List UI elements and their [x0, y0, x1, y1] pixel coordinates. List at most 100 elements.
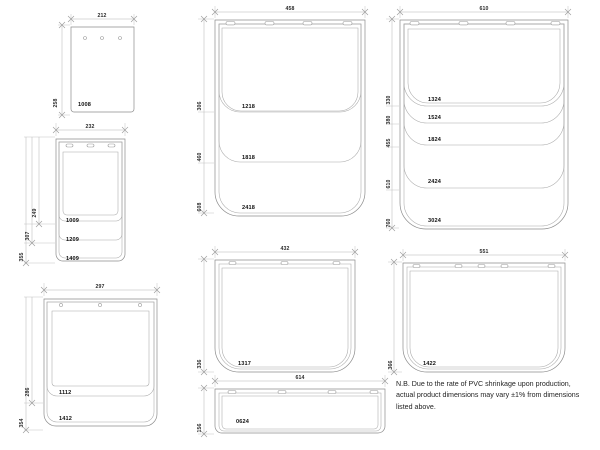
flap-inner-edge [218, 392, 382, 432]
flap-inner-edge [218, 23, 362, 113]
mounting-slot-icon [342, 21, 353, 26]
flap-inner-edge [403, 23, 565, 227]
flap-inner-edge [218, 23, 362, 214]
flap-outline [43, 298, 158, 427]
mounting-slot-icon [264, 21, 275, 26]
mounting-hole-icon [83, 36, 87, 40]
flap-group-232: 232 249 307 355 [19, 123, 129, 267]
mounting-slot-icon [327, 390, 337, 394]
flap-inner-edge [403, 23, 565, 124]
mounting-slot-icon [454, 264, 463, 268]
part-number-label: 3024 [428, 218, 442, 224]
part-number-label: 1409 [66, 256, 79, 262]
flap-inner-edge [403, 23, 565, 107]
flap-group-432: 432 336 1317 [197, 246, 359, 376]
part-number-label: 2418 [242, 205, 255, 211]
height-dimension-label: 258 [53, 99, 59, 108]
mounting-slot-icon [65, 143, 74, 148]
flap-outline [70, 26, 135, 113]
flap-group-297: 297 286 354 1112 1412 [19, 283, 161, 434]
mounting-slot-icon [107, 143, 116, 148]
height-dimension-label: 380 [386, 116, 392, 125]
mounting-hole-icon [98, 303, 102, 307]
flap-inner-edge [58, 141, 123, 241]
width-dimension-label: 551 [480, 249, 489, 255]
height-dimension-label: 455 [386, 139, 392, 148]
mounting-slot-icon [227, 390, 237, 394]
flap-face-panel [221, 395, 379, 430]
part-number-label: 1317 [238, 361, 251, 367]
mounting-slot-icon [228, 261, 237, 265]
width-dimension-label: 232 [86, 124, 95, 130]
mounting-slot-icon [547, 264, 556, 268]
part-number-label: 1324 [428, 97, 442, 103]
mounting-hole-icon [118, 36, 122, 40]
flap-outline [214, 19, 366, 217]
flap-inner-edge [46, 301, 155, 423]
part-number-label: 1824 [428, 137, 442, 143]
mounting-slot-icon [225, 21, 236, 26]
mounting-slot-icon [277, 390, 287, 394]
flap-face-panel [407, 28, 561, 104]
mounting-slot-icon [477, 264, 486, 268]
height-dimension-label: 760 [386, 219, 392, 228]
part-number-label: 1009 [66, 218, 79, 224]
flap-inner-edge [218, 263, 352, 370]
height-dimension-label: 608 [197, 203, 203, 212]
mounting-hole-icon [59, 303, 63, 307]
width-dimension-label: 432 [281, 246, 290, 252]
height-dimension-label: 330 [386, 96, 392, 105]
mounting-slot-icon [409, 21, 420, 26]
height-dimension-label: 355 [19, 253, 25, 262]
height-dimension-label: 307 [25, 232, 31, 241]
mounting-hole-icon [138, 303, 142, 307]
flap-group-551: 551 366 1422 [388, 249, 569, 376]
flap-inner-edge [406, 266, 562, 370]
width-dimension-label: 614 [296, 375, 305, 381]
width-dimension-label: 610 [480, 6, 489, 12]
flap-outline [214, 259, 356, 373]
flap-inner-edge [403, 23, 565, 146]
flap-outline [402, 262, 566, 373]
height-dimension-label: 336 [197, 360, 203, 369]
part-number-label: 1209 [66, 237, 79, 243]
part-number-label: 1422 [423, 361, 436, 367]
part-number-label: 0624 [236, 419, 250, 425]
part-number-label: 1112 [59, 390, 71, 396]
flap-face-panel [62, 151, 119, 216]
flap-inner-edge [58, 141, 123, 259]
mounting-slot-icon [280, 261, 289, 265]
height-dimension-label: 249 [32, 209, 38, 218]
flap-inner-edge [403, 23, 565, 189]
flap-inner-edge [58, 141, 123, 222]
flap-inner-edge [46, 301, 155, 397]
height-dimension-label: 366 [388, 361, 394, 370]
height-dimension-label: 156 [197, 424, 203, 433]
flap-outline [214, 388, 386, 434]
mounting-slot-icon [302, 21, 313, 26]
flap-outline [399, 19, 569, 230]
flap-inner-edge [218, 23, 362, 163]
flap-group-610: 610 330 380 455 610 760 [386, 6, 572, 232]
shrinkage-note: N.B. Due to the rate of PVC shrinkage up… [396, 380, 580, 411]
height-dimension-label: 354 [19, 419, 25, 428]
height-dimension-label: 610 [386, 180, 392, 189]
height-dimension-label: 286 [25, 388, 31, 397]
mounting-slot-icon [369, 390, 379, 394]
part-number-label: 1412 [59, 416, 72, 422]
flap-face-panel [51, 310, 150, 387]
flap-group-212: 212 258 1008 [53, 13, 138, 119]
height-dimension-label: 460 [197, 153, 203, 162]
part-number-label: 1008 [78, 102, 91, 108]
part-number-label: 1818 [242, 155, 255, 161]
mounting-slot-icon [458, 21, 469, 26]
part-number-label: 2424 [428, 179, 442, 185]
height-dimension-label: 306 [197, 102, 203, 111]
flap-group-614: 614 156 0624 [197, 375, 389, 438]
flap-face-panel [409, 270, 559, 368]
flap-face-panel [221, 267, 349, 368]
flap-outline [55, 138, 126, 262]
mounting-slot-icon [500, 264, 509, 268]
